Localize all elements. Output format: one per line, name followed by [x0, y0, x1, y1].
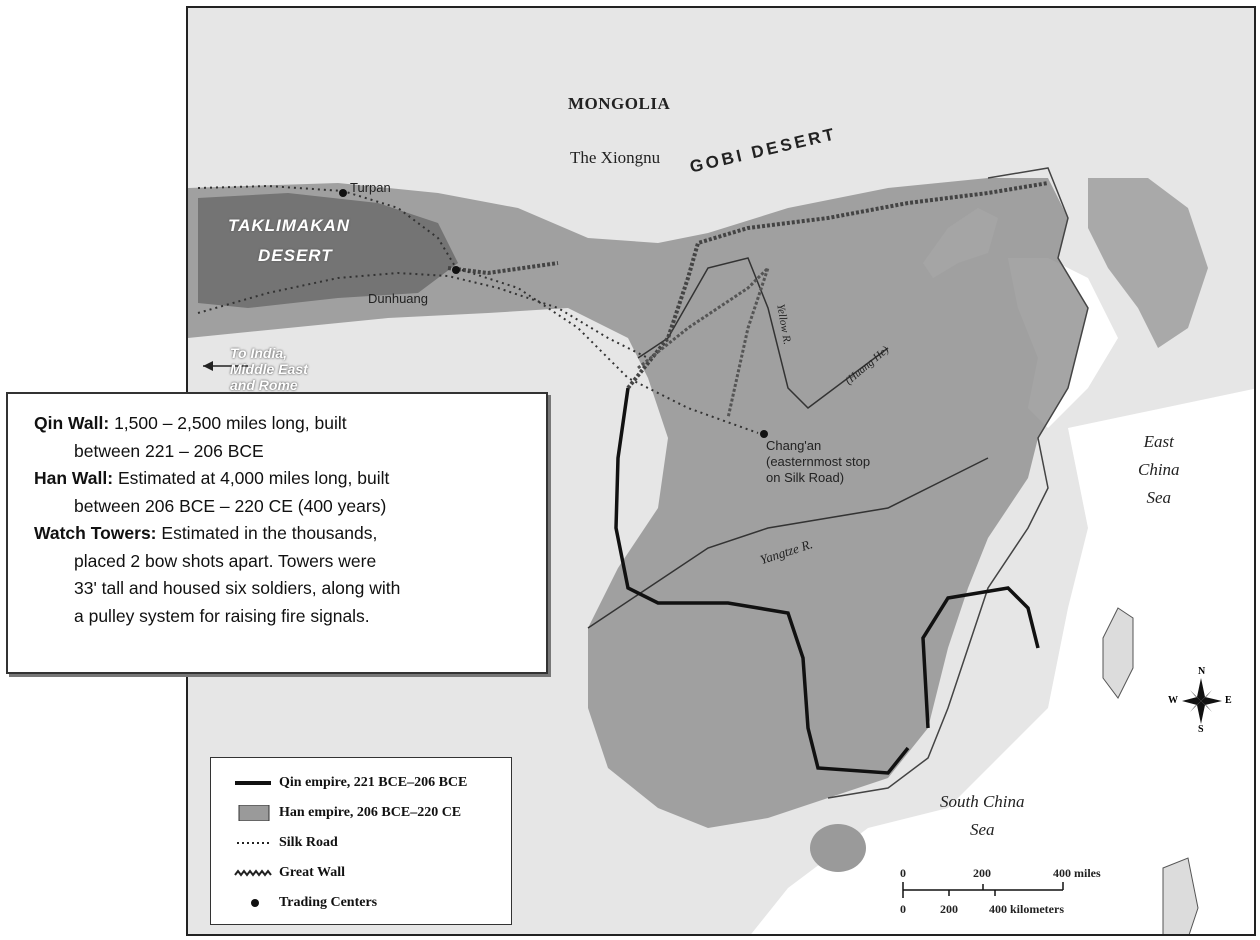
route-note-line-3: and Rome — [230, 377, 298, 393]
qin-empire-border — [614, 387, 910, 775]
sea-east-line-3: Sea — [1146, 488, 1172, 507]
scale-km-200: 200 — [940, 902, 958, 916]
dotted-line-icon — [233, 835, 273, 851]
route-note-line-1: To India, — [230, 345, 288, 361]
solid-line-icon — [233, 775, 273, 791]
compass-n: N — [1198, 666, 1206, 677]
coastline — [827, 167, 1089, 799]
label-taklimakan-1: TAKLIMAKAN — [228, 216, 351, 235]
route-arrowhead — [203, 361, 213, 371]
trading-center-dunhuang — [452, 266, 460, 274]
info-towers-line-2: placed 2 bow shots apart. Towers were — [74, 550, 377, 571]
label-taklimakan-2: DESERT — [258, 246, 333, 265]
label-route-note: To India, Middle East and Rome — [230, 345, 308, 393]
taklimakan-desert — [198, 193, 458, 308]
compass-e: E — [1225, 695, 1232, 706]
great-wall-line-west — [447, 261, 559, 276]
yangtze-river-line — [587, 457, 989, 629]
taiwan-island — [1102, 607, 1134, 699]
info-han-label: Han Wall: — [34, 468, 114, 488]
compass-star-icon — [1182, 678, 1222, 724]
compass-w: W — [1168, 695, 1178, 706]
legend-label-han: Han empire, 206 BCE–220 CE — [279, 805, 462, 820]
scale-km-400: 400 kilometers — [989, 902, 1064, 916]
legend-item-qin: Qin empire, 221 BCE–206 BCE — [233, 768, 511, 798]
scale-km-0: 0 — [900, 902, 906, 916]
info-han-line-1: Estimated at 4,000 miles long, built — [117, 468, 390, 488]
label-dunhuang: Dunhuang — [368, 291, 428, 306]
label-changan-note-1: (easternmost stop — [766, 454, 871, 469]
label-turpan: Turpan — [350, 180, 391, 195]
info-qin-line-2: between 221 – 206 BCE — [74, 440, 264, 461]
scale-miles-0: 0 — [900, 866, 906, 880]
label-south-china-sea: South China Sea — [940, 788, 1025, 844]
info-watch-towers: Watch Towers: Estimated in the thousands… — [34, 520, 536, 630]
great-wall-line — [626, 181, 1049, 390]
info-box: Qin Wall: 1,500 – 2,500 miles long, buil… — [6, 392, 548, 674]
sea-east-line-1: East — [1143, 432, 1174, 451]
qin-empire-border-east — [921, 586, 1040, 729]
legend-item-silk-road: Silk Road — [233, 828, 511, 858]
label-changan-name: Chang'an — [766, 438, 822, 453]
silk-road-north — [197, 184, 759, 434]
legend-item-han: Han empire, 206 BCE–220 CE — [233, 798, 511, 828]
dot-icon — [233, 895, 273, 911]
luzon-island — [1162, 857, 1199, 934]
info-towers-line-3: 33' tall and housed six soldiers, along … — [74, 578, 401, 598]
info-qin-label: Qin Wall: — [34, 413, 110, 433]
info-qin-wall: Qin Wall: 1,500 – 2,500 miles long, buil… — [34, 410, 536, 465]
sea-east-line-2: China — [1138, 460, 1180, 479]
legend-label-silk-road: Silk Road — [279, 835, 338, 850]
scale-bar-graphic — [902, 882, 1064, 898]
map-legend: Qin empire, 221 BCE–206 BCE Han empire, … — [210, 757, 512, 925]
info-towers-line-4: a pulley system for raising fire signals… — [74, 605, 370, 626]
label-changan: Chang'an (easternmost stop on Silk Road) — [766, 438, 870, 486]
info-towers-label: Watch Towers: — [34, 523, 157, 543]
scale-miles-400: 400 miles — [1053, 866, 1101, 880]
legend-item-great-wall: Great Wall — [233, 858, 511, 888]
yellow-river-line — [637, 257, 889, 409]
sea-south-line-1: South China — [940, 792, 1025, 811]
korea-area — [1088, 178, 1208, 348]
legend-item-trading-centers: Trading Centers — [233, 888, 511, 918]
label-east-china-sea: East China Sea — [1138, 428, 1180, 512]
legend-label-qin: Qin empire, 221 BCE–206 BCE — [279, 775, 468, 790]
label-xiongnu: The Xiongnu — [570, 148, 661, 167]
trading-center-turpan — [339, 189, 347, 197]
crenellated-line-icon — [233, 865, 273, 881]
label-changan-note-2: on Silk Road) — [766, 470, 845, 485]
shaded-area-icon — [233, 804, 273, 822]
legend-label-great-wall: Great Wall — [279, 865, 345, 880]
info-qin-line-1: 1,500 – 2,500 miles long, built — [114, 413, 347, 433]
info-han-wall: Han Wall: Estimated at 4,000 miles long,… — [34, 465, 536, 520]
sea-south-line-2: Sea — [970, 820, 995, 839]
hainan-island — [810, 824, 866, 872]
compass-rose-icon: N S W E — [1168, 666, 1232, 735]
south-sea-west — [751, 808, 948, 934]
compass-s: S — [1198, 724, 1204, 735]
legend-label-trading-centers: Trading Centers — [279, 895, 378, 910]
info-han-line-2: between 206 BCE – 220 CE (400 years) — [74, 495, 387, 516]
han-empire-area — [188, 178, 1088, 828]
scale-bar: 0 200 400 miles 0 200 400 kilometers — [895, 864, 1125, 924]
east-sea — [948, 388, 1254, 934]
info-towers-line-1: Estimated in the thousands, — [161, 523, 378, 543]
scale-miles-200: 200 — [973, 866, 991, 880]
label-mongolia: MONGOLIA — [568, 94, 671, 113]
great-wall-line-inner — [637, 266, 770, 419]
route-note-line-2: Middle East — [230, 361, 308, 377]
trading-center-changan — [760, 430, 768, 438]
silk-road-south — [197, 271, 649, 359]
